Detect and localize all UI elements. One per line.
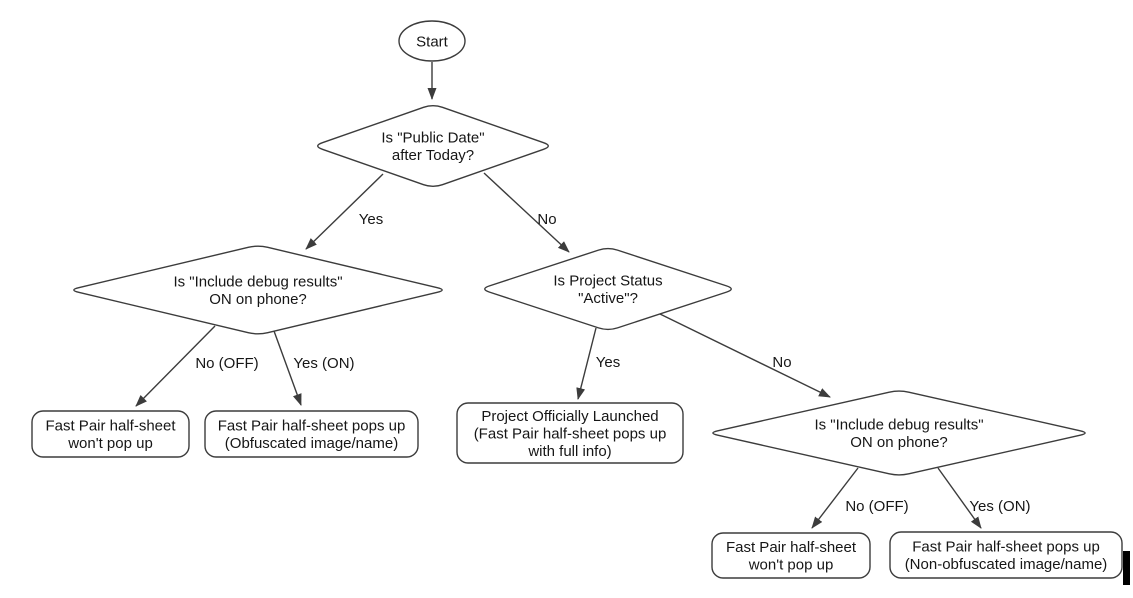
node-label-line: won't pop up: [748, 557, 834, 574]
node-label-line: Project Officially Launched: [481, 408, 658, 425]
edge-debug-right-yes-on-label: Yes (ON): [969, 498, 1030, 515]
node-label-line: won't pop up: [67, 435, 153, 452]
decision-debug-on-phone-left: Is "Include debug results"ON on phone?: [73, 245, 443, 335]
edge-debug-right-yes-on: Yes (ON): [937, 467, 1031, 529]
result-non-obfuscated-popup: Fast Pair half-sheet pops up(Non-obfusca…: [889, 531, 1123, 579]
edge-debug-left-yes-on-label: Yes (ON): [293, 355, 354, 372]
node-label-line: Fast Pair half-sheet: [45, 418, 176, 435]
edge-debug-left-no-off-line: [135, 325, 216, 407]
edge-debug-left-no-off: No (OFF): [135, 325, 259, 407]
node-label-line: ON on phone?: [209, 291, 307, 308]
edge-debug-left-yes-on: Yes (ON): [273, 330, 355, 406]
node-label-line: "Active"?: [578, 290, 638, 307]
node-label-line: after Today?: [392, 147, 474, 164]
node-label-line: with full info): [527, 443, 611, 460]
node-label-line: Is "Include debug results": [173, 274, 342, 291]
edge-public-date-no: No: [483, 172, 570, 253]
edge-project-status-no-line: [659, 313, 831, 398]
edge-public-date-no-line: [483, 172, 570, 253]
text-cursor-artifact: [1123, 551, 1130, 585]
edge-debug-right-no-off-label: No (OFF): [845, 498, 908, 515]
result-officially-launched: Project Officially Launched(Fast Pair ha…: [456, 402, 684, 464]
node-label-line: Fast Pair half-sheet pops up: [218, 418, 406, 435]
edge-public-date-yes: Yes: [305, 173, 384, 250]
edge-debug-left-no-off-label: No (OFF): [195, 355, 258, 372]
edge-debug-right-yes-on-line: [937, 467, 982, 529]
edge-debug-right-no-off-line: [811, 467, 859, 529]
edge-public-date-no-label: No: [537, 211, 556, 228]
edge-project-status-yes-line: [576, 327, 597, 400]
decision-debug-on-phone-right: Is "Include debug results"ON on phone?: [712, 390, 1086, 476]
edge-debug-left-yes-on-line: [273, 330, 302, 406]
edge-public-date-yes-label: Yes: [359, 211, 383, 228]
edge-project-status-yes: Yes: [576, 327, 620, 400]
node-label-line: (Non-obfuscated image/name): [905, 556, 1108, 573]
decision-project-status: Is Project Status"Active"?: [484, 247, 732, 331]
node-label-line: Fast Pair half-sheet pops up: [912, 539, 1100, 556]
node-label-line: (Fast Pair half-sheet pops up: [474, 425, 667, 442]
edge-debug-right-no-off: No (OFF): [811, 467, 909, 529]
edge-project-status-yes-label: Yes: [596, 354, 620, 371]
node-label-line: Is "Include debug results": [814, 417, 983, 434]
node-label-line: Is Project Status: [553, 273, 662, 290]
node-label-line: ON on phone?: [850, 434, 948, 451]
node-label-line: Start: [416, 33, 449, 50]
node-label-line: (Obfuscated image/name): [225, 435, 398, 452]
edge-project-status-no: No: [659, 313, 831, 398]
result-obfuscated-popup: Fast Pair half-sheet pops up(Obfuscated …: [204, 410, 419, 458]
node-label-line: Is "Public Date": [381, 130, 484, 147]
node-start: Start: [398, 20, 466, 62]
edge-project-status-no-label: No: [772, 354, 791, 371]
decision-public-date: Is "Public Date"after Today?: [317, 104, 549, 188]
edge-public-date-yes-line: [305, 173, 384, 250]
node-label-line: Fast Pair half-sheet: [726, 539, 857, 556]
